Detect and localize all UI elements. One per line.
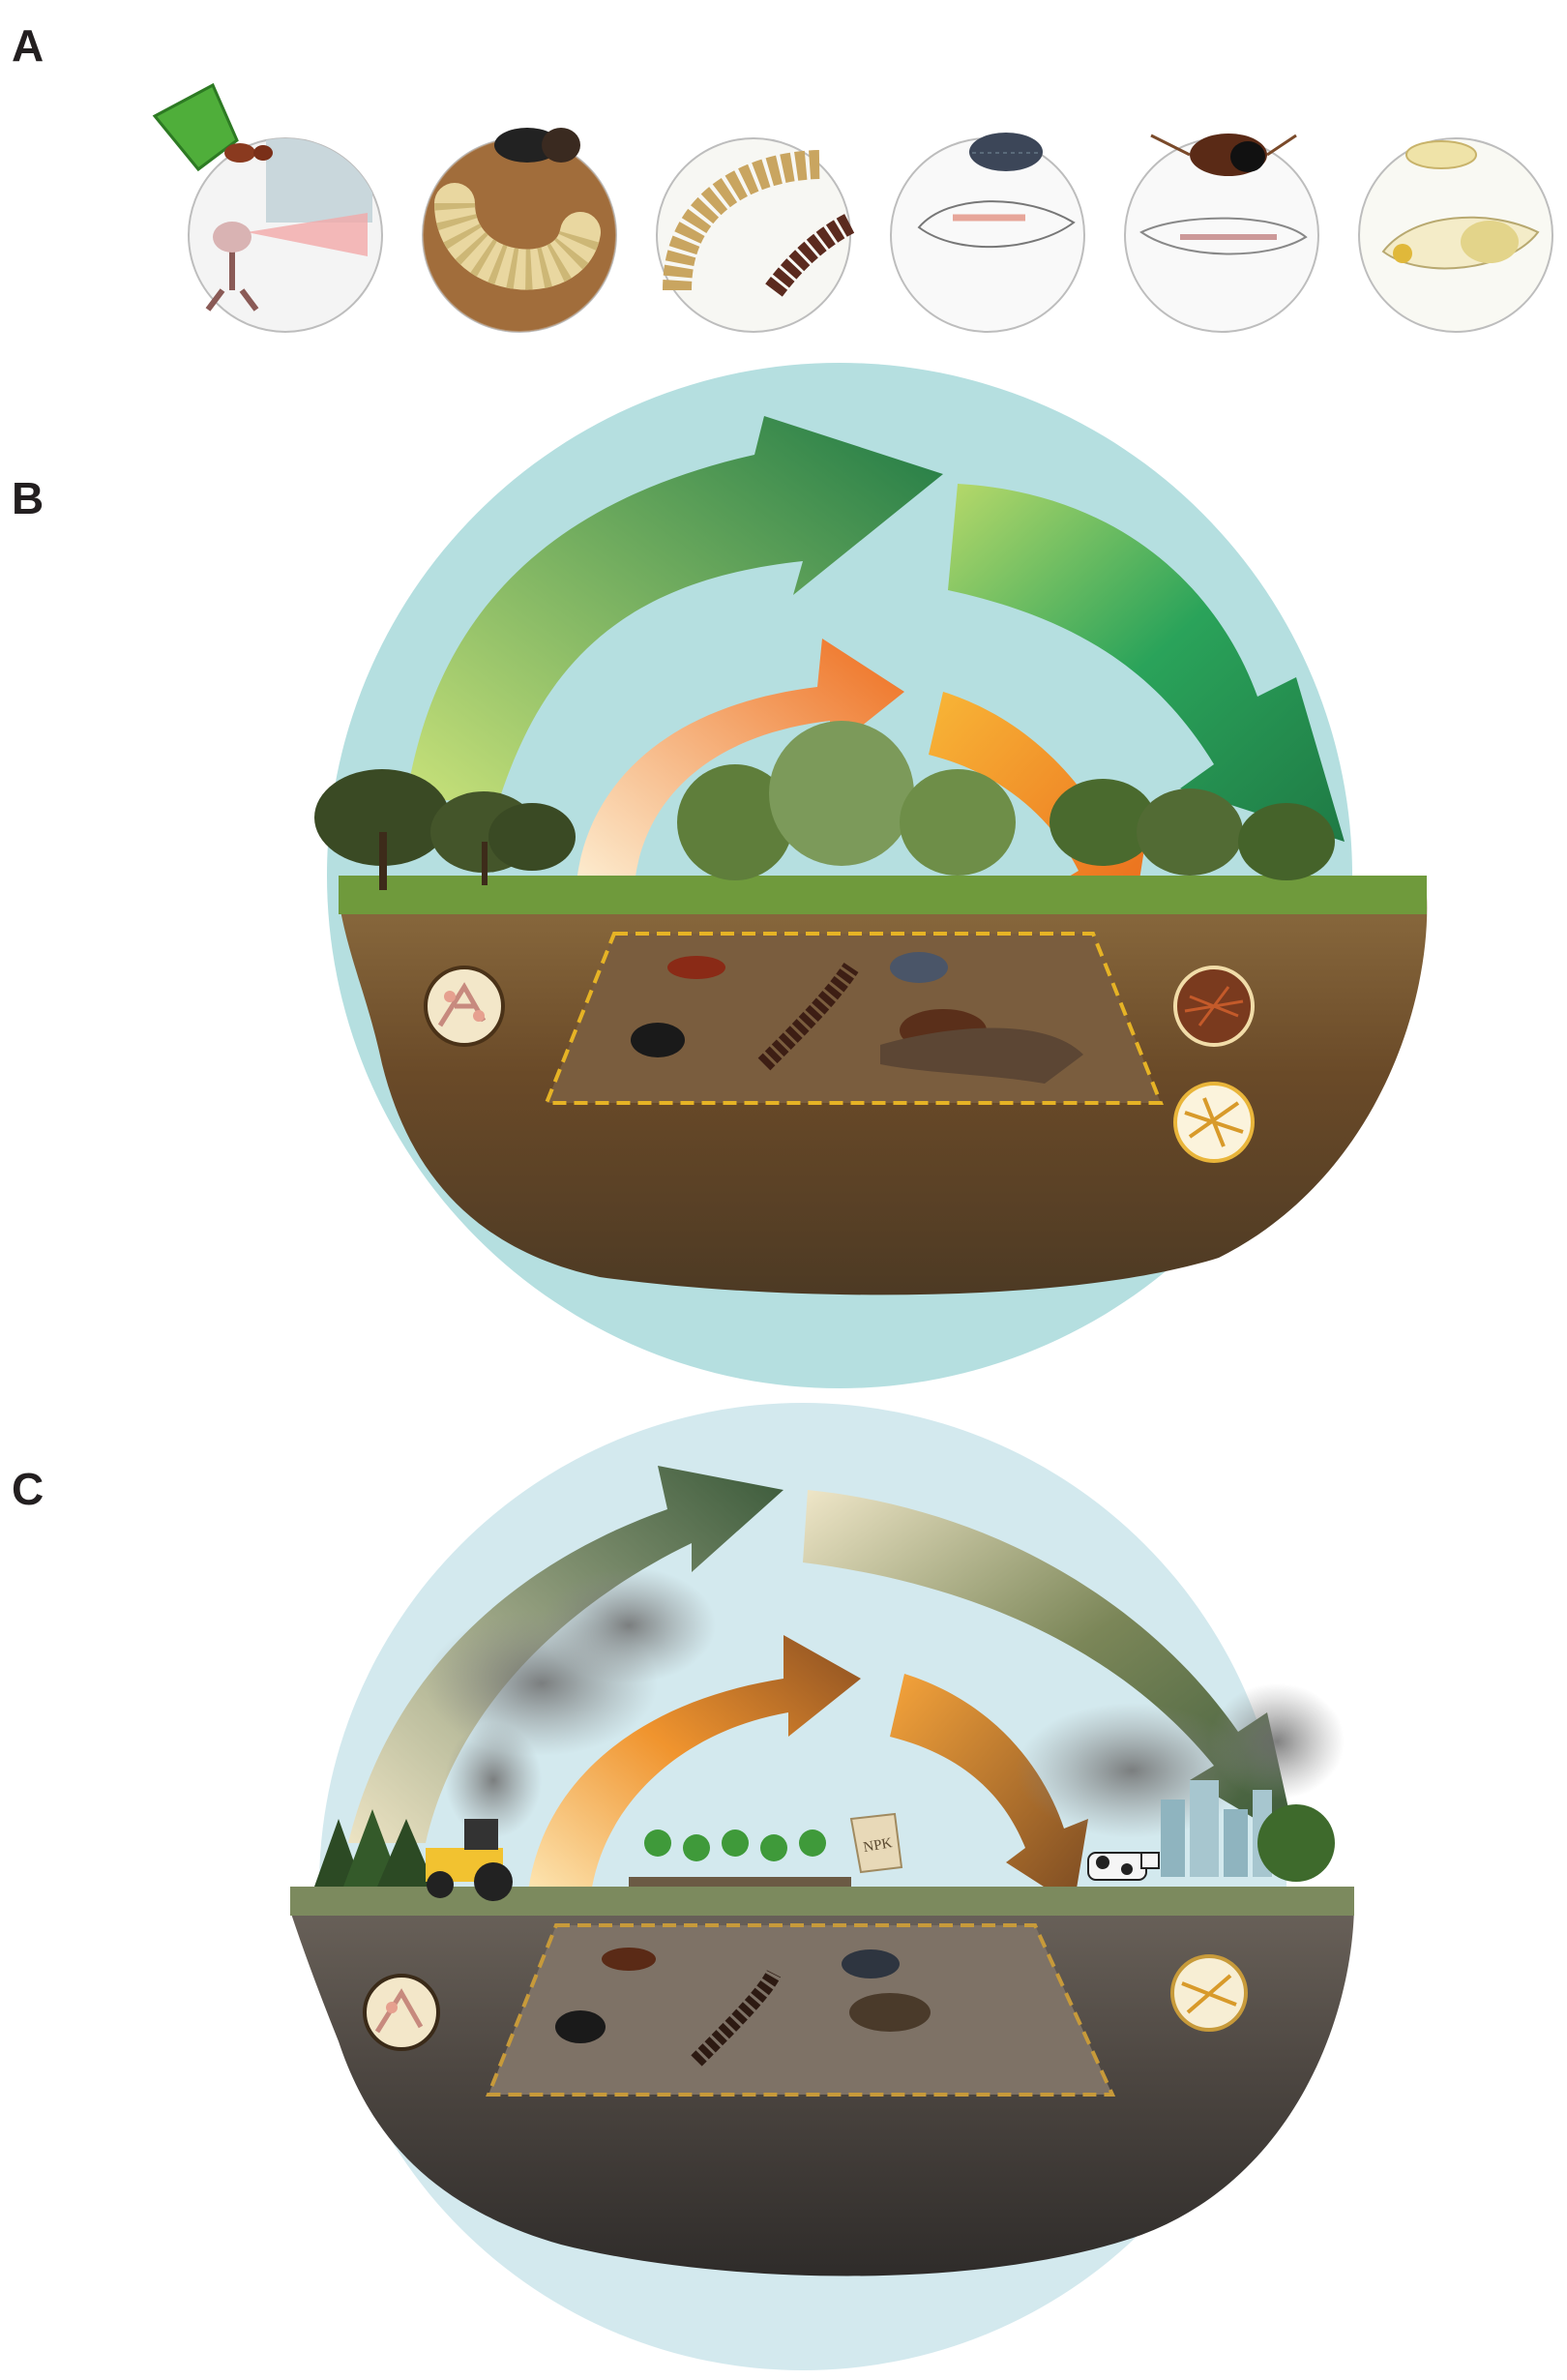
outer-arrow-right <box>948 484 1345 842</box>
city-skyline-icon <box>1161 1780 1335 1882</box>
fertilizer-label: NPK <box>862 1835 893 1856</box>
root-network-icon <box>1173 966 1255 1047</box>
cockroach-icon <box>1124 134 1319 333</box>
panel-b <box>314 363 1428 1388</box>
isopod-icon <box>890 133 1085 333</box>
millipede-icon <box>656 137 857 333</box>
fungal-hyphae-icon <box>424 966 505 1047</box>
inner-arrow-left-c <box>527 1635 861 1901</box>
outer-arrow-left <box>406 416 943 803</box>
crop-row <box>629 1830 851 1887</box>
inner-arrow-right-c <box>890 1674 1088 1906</box>
inner-arrow-right <box>929 692 1146 929</box>
inner-arrow-left <box>576 639 904 895</box>
fertilizer-bag: NPK <box>849 1812 903 1874</box>
beetle-larva-icon <box>422 128 617 333</box>
panel-a-label: A <box>12 20 44 71</box>
root-network-icon-2 <box>1173 1082 1255 1163</box>
panel-c-label: C <box>12 1464 44 1514</box>
arthropods-in-box-c <box>555 1948 931 2067</box>
leafcutter-ant-icon <box>152 82 383 333</box>
ground-strip-c <box>290 1887 1354 1916</box>
root-network-icon-c <box>1170 1954 1248 2032</box>
soil-sample-box-c <box>486 1923 1116 2097</box>
termite-icon <box>1358 137 1553 333</box>
panel-a <box>152 82 1553 333</box>
panel-c: NPK <box>290 1403 1354 2370</box>
soil-sample-box <box>544 932 1164 1105</box>
tree-line <box>314 721 1335 890</box>
arthropods-in-box <box>631 952 1083 1084</box>
tractor-icon <box>426 1819 513 1901</box>
conifer-trees <box>314 1809 435 1887</box>
panel-b-label: B <box>12 473 44 523</box>
outer-arrow-right-c <box>803 1490 1296 1843</box>
cow-icon <box>1087 1852 1160 1881</box>
grass-strip <box>339 876 1427 914</box>
fungal-hyphae-icon-c <box>363 1974 440 2051</box>
